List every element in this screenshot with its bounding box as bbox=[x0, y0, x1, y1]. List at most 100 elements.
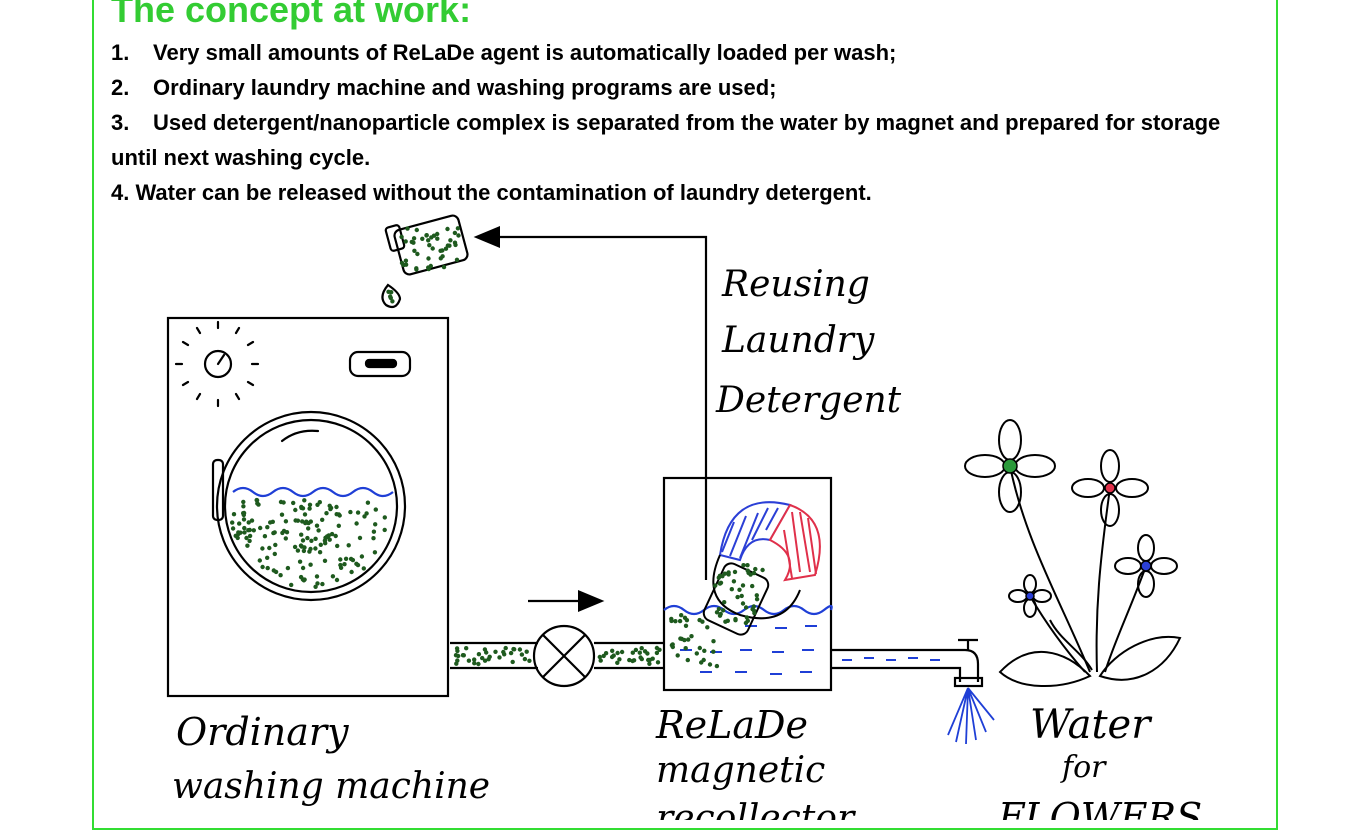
particle-dot bbox=[327, 537, 332, 542]
particle-dot bbox=[673, 619, 678, 624]
particle-dot bbox=[454, 646, 460, 651]
step-text: Used detergent/nanoparticle complex is s… bbox=[111, 110, 1221, 170]
particle-dot bbox=[329, 531, 335, 537]
particle-dot bbox=[743, 605, 749, 610]
particle-dot bbox=[638, 655, 643, 660]
particle-dot bbox=[313, 536, 318, 541]
particle-dot bbox=[508, 650, 514, 656]
particle-dot bbox=[760, 567, 765, 573]
step-number: 4. bbox=[111, 180, 130, 205]
particle-dot bbox=[289, 582, 294, 588]
particle-dot bbox=[716, 606, 722, 612]
particle-dot bbox=[327, 503, 332, 508]
particle-dot bbox=[627, 657, 632, 663]
particle-dot bbox=[281, 528, 287, 534]
particle-dot bbox=[305, 535, 310, 541]
particle-dot bbox=[297, 559, 303, 564]
particle-dot bbox=[682, 615, 688, 620]
particle-dot bbox=[334, 577, 340, 583]
particle-dot bbox=[718, 611, 723, 617]
particle-dot bbox=[241, 499, 246, 505]
particle-dot bbox=[424, 233, 429, 238]
particle-dot bbox=[670, 644, 675, 650]
particle-dot bbox=[313, 584, 318, 589]
particle-dot bbox=[486, 657, 491, 662]
step-item: 4. Water can be released without the con… bbox=[111, 175, 1261, 210]
particle-dot bbox=[373, 522, 378, 527]
particle-dot bbox=[247, 533, 253, 539]
particle-dot bbox=[598, 658, 603, 663]
washing-machine-icon bbox=[166, 316, 450, 698]
particle-dot bbox=[657, 647, 662, 652]
particle-dot bbox=[272, 551, 277, 557]
particle-dot bbox=[342, 562, 347, 567]
particle-dot bbox=[731, 579, 737, 584]
reuse-label-line3: Detergent bbox=[715, 380, 902, 421]
particle-dot bbox=[308, 546, 313, 552]
particle-dot bbox=[412, 248, 417, 253]
particle-dot bbox=[335, 543, 340, 549]
particle-dot bbox=[258, 525, 263, 531]
particle-dot bbox=[655, 660, 661, 665]
particle-dot bbox=[472, 657, 477, 662]
particle-dot bbox=[720, 574, 725, 579]
particle-dot bbox=[427, 243, 432, 248]
particle-dot bbox=[482, 647, 488, 652]
particle-dot bbox=[633, 647, 639, 653]
particle-dot bbox=[330, 574, 336, 579]
particle-dot bbox=[739, 593, 744, 599]
water-label-line3: FLOWERS bbox=[997, 795, 1202, 820]
particle-dot bbox=[251, 528, 256, 533]
flower-center-blue-small bbox=[1025, 591, 1035, 601]
particle-dot bbox=[237, 521, 242, 526]
particle-dot bbox=[610, 648, 615, 653]
particle-dot bbox=[244, 535, 249, 541]
particle-dot bbox=[697, 645, 702, 651]
particle-dot bbox=[647, 661, 652, 666]
particle-dot bbox=[231, 512, 237, 517]
particle-dot bbox=[283, 536, 288, 541]
step-number: 2. bbox=[111, 75, 130, 100]
particle-dot bbox=[257, 558, 262, 563]
particle-dot bbox=[472, 661, 477, 666]
particle-dot bbox=[682, 637, 687, 643]
particle-dot bbox=[302, 577, 307, 582]
particle-dot bbox=[279, 512, 285, 517]
particle-dot bbox=[502, 652, 507, 657]
particle-dot bbox=[362, 514, 367, 519]
particle-dot bbox=[630, 658, 635, 664]
particle-dot bbox=[669, 616, 674, 622]
particle-dot bbox=[414, 267, 419, 272]
particle-dot bbox=[420, 236, 425, 241]
particle-dot bbox=[754, 593, 759, 598]
particle-dot bbox=[336, 523, 341, 528]
particle-dot bbox=[452, 230, 458, 236]
machine-label-line1: Ordinary bbox=[176, 710, 349, 754]
particle-dot bbox=[302, 498, 307, 503]
particle-dot bbox=[307, 502, 313, 507]
particle-dot bbox=[254, 498, 260, 503]
particle-dot bbox=[242, 525, 247, 531]
particle-dot bbox=[750, 583, 755, 589]
particle-dot bbox=[390, 299, 395, 304]
particle-dot bbox=[689, 634, 694, 639]
particle-dot bbox=[732, 569, 738, 575]
particle-dot bbox=[435, 236, 440, 241]
particle-dot bbox=[309, 538, 314, 543]
particle-dot bbox=[242, 530, 247, 535]
flower-center-blue bbox=[1140, 560, 1152, 572]
particle-dot bbox=[343, 556, 349, 561]
particle-dot bbox=[637, 650, 642, 655]
particle-dot bbox=[260, 546, 265, 551]
particle-dot bbox=[714, 610, 720, 615]
particle-dot bbox=[745, 618, 750, 623]
particle-dot bbox=[746, 570, 751, 576]
step-text: Ordinary laundry machine and washing pro… bbox=[153, 75, 777, 100]
particle-dot bbox=[298, 543, 304, 548]
reuse-label-line1: Reusing bbox=[721, 264, 870, 305]
particle-dot bbox=[354, 561, 359, 566]
particle-dot bbox=[265, 565, 270, 571]
particle-dot bbox=[753, 566, 758, 572]
particle-dot bbox=[301, 548, 307, 554]
particle-dot bbox=[315, 581, 320, 586]
